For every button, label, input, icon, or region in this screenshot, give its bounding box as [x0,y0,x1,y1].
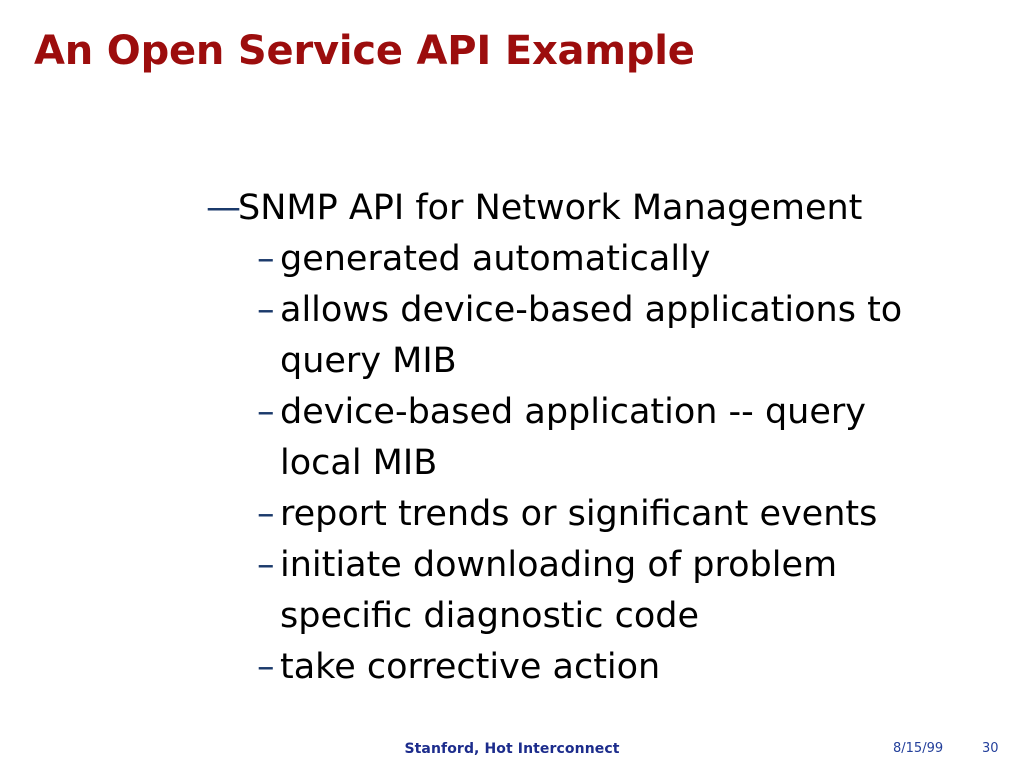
page-title: An Open Service API Example [34,28,695,74]
bullet-item: –report trends or significant events [257,489,932,540]
bullet-item: –allows device-based applications to que… [257,285,932,387]
bullet-item-label: SNMP API for Network Management [238,188,863,228]
bullet-dash-icon: – [257,392,275,432]
footer-date: 8/15/99 [893,741,944,756]
bullet-item: –initiate downloading of problem specifi… [257,540,932,642]
bullet-dash-icon: – [257,239,275,279]
bullet-item-label: report trends or significant events [280,494,878,534]
bullet-item-label: initiate downloading of problem specific… [280,545,838,636]
bullet-item-label: device-based application -- query local … [280,392,866,483]
bullet-dash-icon: – [257,545,275,585]
bullet-dash-icon: – [257,494,275,534]
bullet-item: —SNMP API for Network Management [206,183,998,234]
bullet-item: –take corrective action [257,642,932,693]
bullet-dash-icon: — [206,188,241,228]
bullet-dash-icon: – [257,647,275,687]
bullet-item-label: allows device-based applications to quer… [280,290,903,381]
bullet-item: –device-based application -- query local… [257,387,932,489]
bullet-item-label: generated automatically [280,239,711,279]
bullet-list: —SNMP API for Network Management–generat… [0,183,1024,693]
bullet-item: –generated automatically [257,234,932,285]
footer-conference-label: Stanford, Hot Interconnect [404,741,620,757]
bullet-item-label: take corrective action [280,647,661,687]
footer-page-number: 30 [982,741,999,756]
bullet-dash-icon: – [257,290,275,330]
